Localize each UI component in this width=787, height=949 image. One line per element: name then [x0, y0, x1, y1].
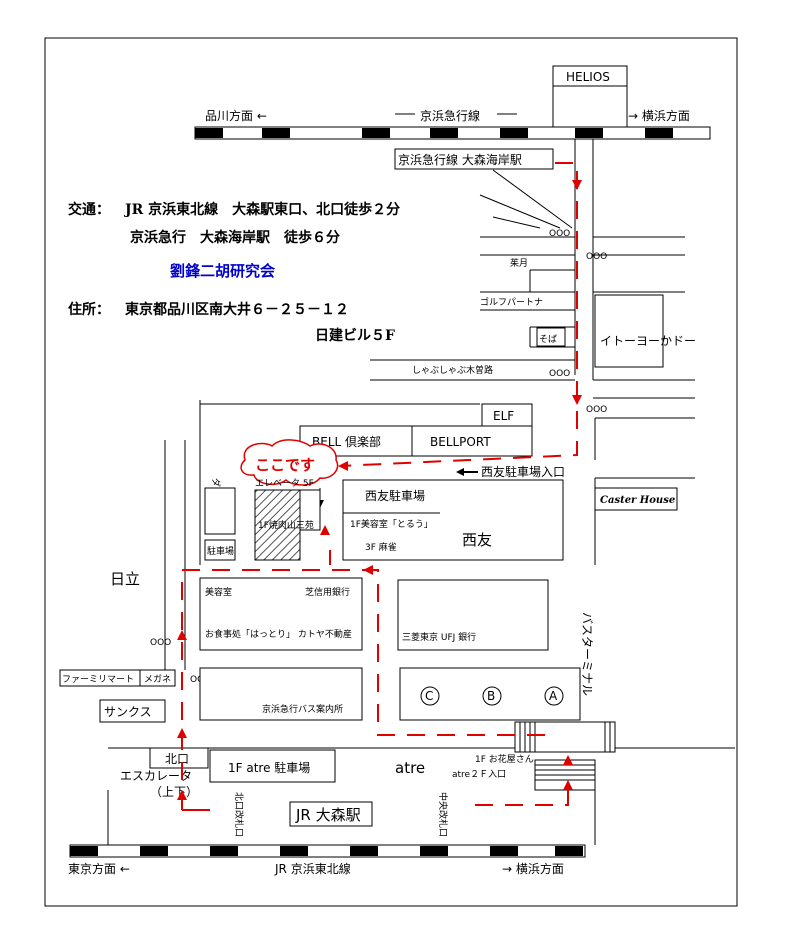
bellport-building — [411, 425, 533, 457]
jr-omori-station-label: JR 大森駅 — [295, 806, 361, 824]
parking-box — [204, 539, 236, 561]
bus-stop-a: A — [549, 689, 558, 703]
atre-2f-label: atre２Ｆ入口 — [452, 769, 506, 780]
shabushabu-label: しゃぶしゃぶ木曽路 — [412, 364, 493, 376]
chuo-kaisatsu-label: 中央改札口 — [437, 792, 449, 837]
route-keikyu — [338, 162, 582, 471]
yokohama-direction-bottom: → 横浜方面 — [502, 861, 564, 876]
shibashin-label: 芝信用銀行 — [305, 586, 350, 598]
itoyokado-label: イトーヨーかドー — [600, 334, 696, 348]
seiyu-label: 西友 — [462, 531, 492, 549]
block-shibashin — [199, 577, 363, 651]
jr-line-label: JR 京浜東北線 — [274, 861, 351, 876]
soba-label: そば — [539, 334, 557, 345]
elevator-label: エレベータ 5F — [255, 478, 314, 489]
access-line-1: JR 京浜東北線 大森駅東口、北口徒歩２分 — [123, 201, 400, 218]
jr-omori-station-box — [289, 801, 373, 827]
up-down-label: （上下） — [150, 785, 198, 799]
mahjong-label: 3F 麻雀 — [365, 541, 397, 553]
sunkus-label: サンクス — [104, 705, 152, 719]
shinagawa-direction: 品川方面 ← — [205, 108, 267, 123]
access-line-2: 京浜急行 大森海岸駅 徒歩６分 — [130, 229, 340, 246]
route-jr — [177, 525, 573, 811]
jr-railway — [69, 844, 586, 858]
atre-parking-label: 1F atre 駐車場 — [228, 760, 310, 775]
megane-label: メガネ — [144, 674, 171, 685]
here-callout — [240, 439, 339, 486]
bus-stop-b: B — [487, 689, 495, 703]
organization-name: 劉鋒二胡研究会 — [170, 262, 275, 280]
escalator-label: エスカレータ — [120, 769, 192, 783]
caster-house-label: Caster House — [600, 495, 675, 506]
bus-stop-c: C — [425, 689, 433, 703]
familymart-label: ファーミリマート — [62, 675, 134, 685]
kitaguchi-label: 北口 — [165, 752, 189, 766]
target-building — [254, 489, 301, 561]
parking-label: 駐車場 — [207, 545, 234, 557]
crosswalk-5: OOO — [150, 638, 171, 648]
yakiniku-label: 1F焼肉山三苑 — [258, 519, 314, 531]
hanaya-label: 1F お花屋さん — [475, 753, 534, 765]
seiyu-building — [342, 479, 564, 561]
sakuragi-label: 茱月 — [510, 258, 528, 269]
kita-kaisatsu-label: 北口改札口 — [233, 792, 245, 837]
crosswalk-1: OOO — [549, 229, 570, 239]
crosswalk-3: OOO — [549, 369, 570, 379]
bus-terminal-label: バスターミナル — [580, 612, 594, 696]
omorikaigan-station — [394, 148, 554, 170]
helios-label: HELIOS — [566, 70, 610, 84]
yokohama-direction-top: → 横浜方面 — [628, 108, 690, 123]
golf-partner-label: ゴルフパートナ — [480, 296, 543, 308]
atre-parking-box — [209, 749, 336, 783]
biyoshitsu-label: 美容室 — [205, 586, 232, 598]
keikyu-bus-label: 京浜急行バス案内所 — [262, 703, 343, 715]
address-label: 住所： — [68, 301, 110, 318]
helios-building — [552, 65, 628, 87]
address-line-2: 日建ビル５F — [315, 327, 395, 344]
itoyokado-building — [594, 294, 664, 368]
keikyu-line-label: 京浜急行線 — [420, 108, 480, 123]
address-line-1: 東京都品川区南大井６－２５－１２ — [125, 301, 349, 318]
crosswalk-4: OOO — [586, 405, 607, 415]
seiyu-parking-entrance-label: 西友駐車場入口 — [481, 464, 565, 479]
bell-club-label: BELL 倶楽部 — [312, 434, 381, 449]
omorikaigan-station-label: 京浜急行線 大森海岸駅 — [398, 152, 522, 167]
here-label: ここです — [255, 456, 315, 474]
access-label: 交通： — [68, 201, 110, 218]
seiyu-parking-label: 西友駐車場 — [365, 488, 425, 503]
atre-label: atre — [395, 759, 425, 777]
biyoshitsu-toru-label: 1F美容室「とるう」 — [350, 518, 433, 530]
elf-label: ELF — [493, 409, 514, 423]
upper-roads — [370, 139, 695, 399]
mufj-label: 三菱東京 UFJ 銀行 — [402, 631, 476, 643]
caster-house-building — [594, 487, 678, 511]
mufj-building — [397, 579, 549, 651]
hattori-label: お食事処「はっとり」 カトヤ不動産 — [205, 628, 352, 640]
hitachi-label: 日立 — [110, 570, 140, 588]
keikyu-railway — [194, 126, 711, 140]
tokyo-direction: 東京方面 ← — [68, 861, 130, 876]
bellport-label: BELLPORT — [430, 435, 491, 449]
crosswalk-2: OOO — [586, 252, 607, 262]
stairs — [514, 721, 616, 791]
bus-info-block — [199, 667, 363, 721]
